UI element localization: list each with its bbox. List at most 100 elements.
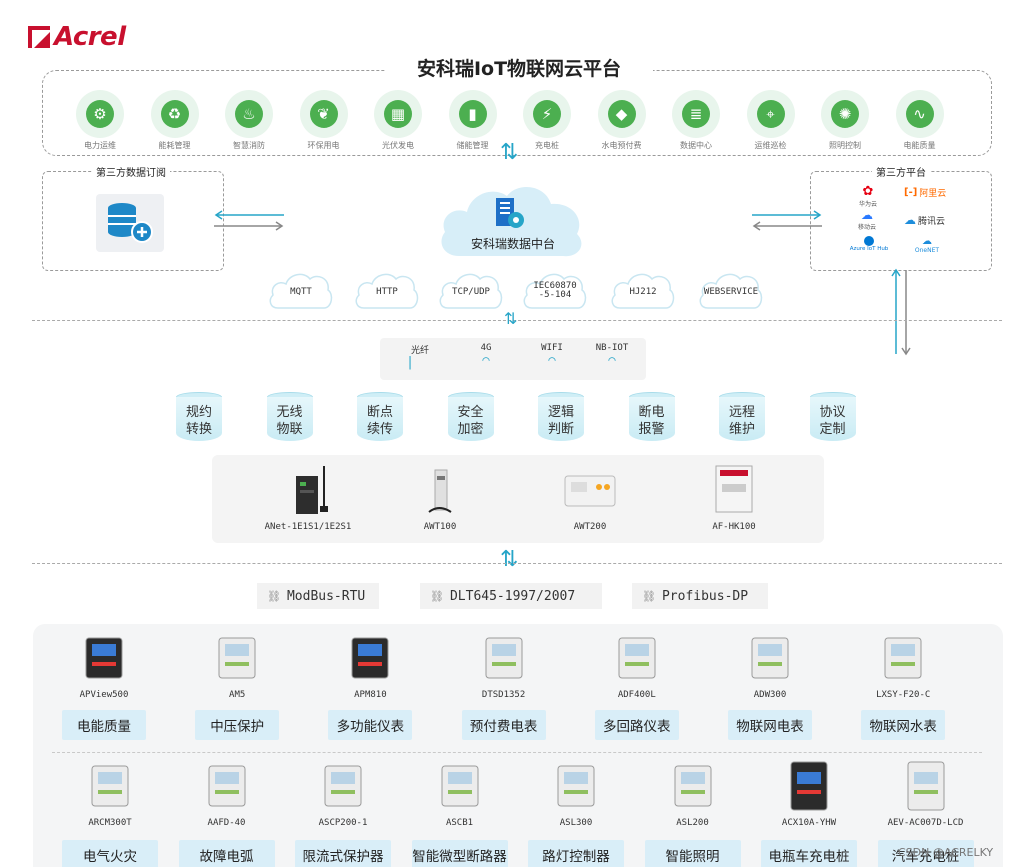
app-label: 数据中心 [680,141,712,150]
device-category-button[interactable]: 电气火灾 [62,840,158,867]
device-category-button[interactable]: 多功能仪表 [328,710,413,740]
app-label: 照明控制 [829,141,861,150]
acrel-logo: Acrel [28,22,126,52]
app-4[interactable]: ▦光伏发电 [366,90,430,151]
cloud-icon [439,273,503,309]
app-11[interactable]: ∿电能质量 [888,90,952,151]
server-icon [492,196,526,234]
device-category-button[interactable]: 物联网电表 [728,710,812,740]
device-model: ASL300 [559,818,593,828]
function-label-1: 安全 [457,405,484,420]
awt100-gateway-icon [428,469,452,513]
app-1[interactable]: ♻能耗管理 [143,90,207,151]
network-label: 4G [480,343,492,353]
right-exchange-arrows [748,210,826,236]
device-image-icon [351,637,389,679]
app-8[interactable]: ≣ 数据中心 [664,90,728,151]
link-icon: ⛓ [642,589,656,603]
device-model: APView500 [79,690,129,700]
device-model: AM5 [229,690,246,700]
bus-modbus: ⛓ModBus-RTU [257,583,379,609]
device-category-button[interactable]: 路灯控制器 [528,840,624,867]
device-category-button[interactable]: 智能微型断路器 [411,840,508,867]
app-5[interactable]: ▮ 储能管理 [441,90,505,151]
device-image-icon [790,761,828,811]
network-label: WIFI [541,343,563,353]
device-image-icon [218,637,256,679]
network-3: NB-IOT◠ [588,343,636,367]
protocol-label: WEBSERVICE [703,287,759,297]
cloud-icon [355,273,419,309]
device-category-button[interactable]: 多回路仪表 [594,710,679,740]
device-image-icon [91,765,129,807]
function-1: 无线物联 [266,392,313,450]
gateway-functions: 规约转换无线物联断点续传安全加密逻辑判断断电报警远程维护协议定制 [176,392,866,452]
device-category-button[interactable]: 预付费电表 [461,710,546,740]
app-0[interactable]: ⚙电力运维 [68,90,132,151]
device-category-button[interactable]: 故障电弧 [178,840,275,867]
cloud-icon [269,273,333,309]
third-party-sub-label: 第三方数据订阅 [92,164,170,179]
vendor-tencent: ☁ 腾讯云 [904,213,946,227]
cloud-icon [699,273,763,309]
device-model: ASL200 [676,818,709,828]
device-model: DTSD1352 [481,690,526,700]
app-6[interactable]: ⚡充电桩 [515,90,579,151]
protocol-label: MQTT [290,287,312,297]
tencent-cloud-logo-icon: ☁ [904,213,916,227]
protocol-label: HTTP [376,287,398,297]
up-down-arrow-icon: ⇅ [500,140,519,165]
device-model: LXSY-F20-C [876,690,931,700]
function-label-2: 定制 [819,422,846,437]
app-10[interactable]: ✺照明控制 [813,90,877,151]
anet-gateway-icon [296,466,328,514]
device-image-icon [85,637,123,679]
bus-dlt645: ⛓DLT645-1997/2007 [420,583,602,609]
database-icon: ≣ [682,100,710,128]
app-2[interactable]: ♨智慧消防 [217,90,281,151]
device-image-icon [557,765,595,807]
protocol-label: TCP/UDP [452,287,490,297]
function-label-2: 加密 [457,422,484,437]
vendor-onenet: ☁ OneNET [910,236,944,254]
app-3[interactable]: ❦环保用电 [292,90,356,151]
app-7[interactable]: ◆ 水电预付费 [590,90,654,151]
device-category-button[interactable]: 汽车充电桩 [877,840,974,867]
device-model: AAFD-40 [207,818,246,828]
azure-logo-icon [864,236,874,246]
watermark: CSDN @ACRELKY [898,846,994,859]
device-image-icon [208,765,245,807]
device-category-button[interactable]: 智能照明 [644,840,741,867]
water-drop-icon: ◆ [607,100,636,128]
device-category-button[interactable]: 限流式保护器 [295,840,391,867]
third-party-platform-box [810,171,992,271]
function-6: 远程维护 [719,392,765,450]
device-category-button[interactable]: 电能质量 [62,710,146,740]
gateway-afhk100: AF-HK100 [694,462,774,532]
device-category-button[interactable]: 物联网水表 [861,710,946,740]
gateway-anet: ANet-1E1S1/1E2S1 [258,462,358,532]
battery-icon: ▮ [458,100,487,128]
awt200-gateway-icon [564,475,616,507]
function-label-1: 协议 [819,405,846,420]
device-category-button[interactable]: 电瓶车充电桩 [761,840,857,867]
device-4: ASL300 路灯控制器 [528,760,624,867]
app-label: 储能管理 [456,141,489,150]
divider-3 [52,752,982,753]
network-label: 光纤 [410,346,429,356]
app-label: 水电预付费 [601,141,642,150]
app-9[interactable]: ⌖运维巡检 [739,90,803,151]
charger-icon: ⚡ [533,100,561,128]
wifi-icon: ◠ [608,353,616,367]
third-party-vertical-arrows [890,266,914,362]
antenna-icon: ⌖ [756,100,785,128]
divider-2 [32,563,1002,564]
afhk100-gateway-icon [715,465,753,513]
app-label: 光伏发电 [382,141,414,150]
device-category-button[interactable]: 中压保护 [195,710,280,740]
